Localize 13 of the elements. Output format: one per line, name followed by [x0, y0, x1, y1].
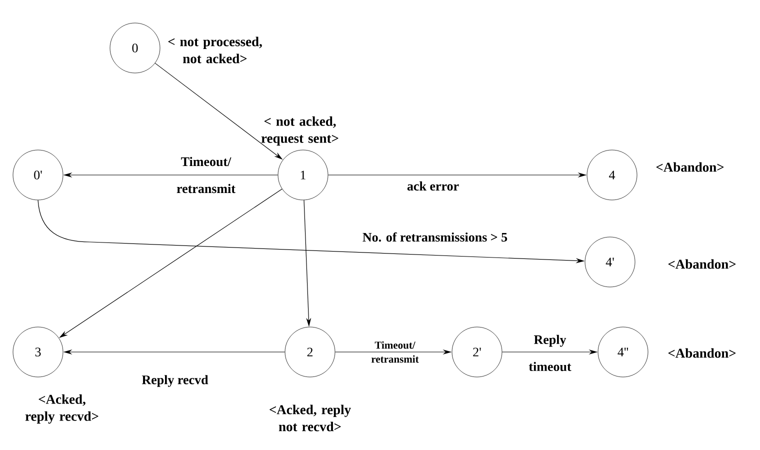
edge-label: Reply timeout [528, 334, 572, 372]
state-label: <Acked, reply not recvd> [270, 404, 351, 432]
edge-label: Timeout/ retransmit [176, 156, 236, 194]
state-label: <Abandon> [668, 259, 736, 269]
edge-label: Reply recvd [142, 375, 208, 387]
edge-label: ack error [407, 181, 459, 191]
state-label: < not processed, not acked> [168, 36, 262, 64]
edge-label: No. of retransmissions > 5 [362, 232, 508, 242]
state-label: <Abandon> [668, 348, 736, 358]
edge-label: Timeout/ retransmit [371, 341, 419, 363]
state-label: <Acked, reply recvd> [25, 394, 98, 424]
state-label: <Abandon> [656, 162, 724, 172]
state-label: < not acked, request sent> [261, 116, 338, 146]
